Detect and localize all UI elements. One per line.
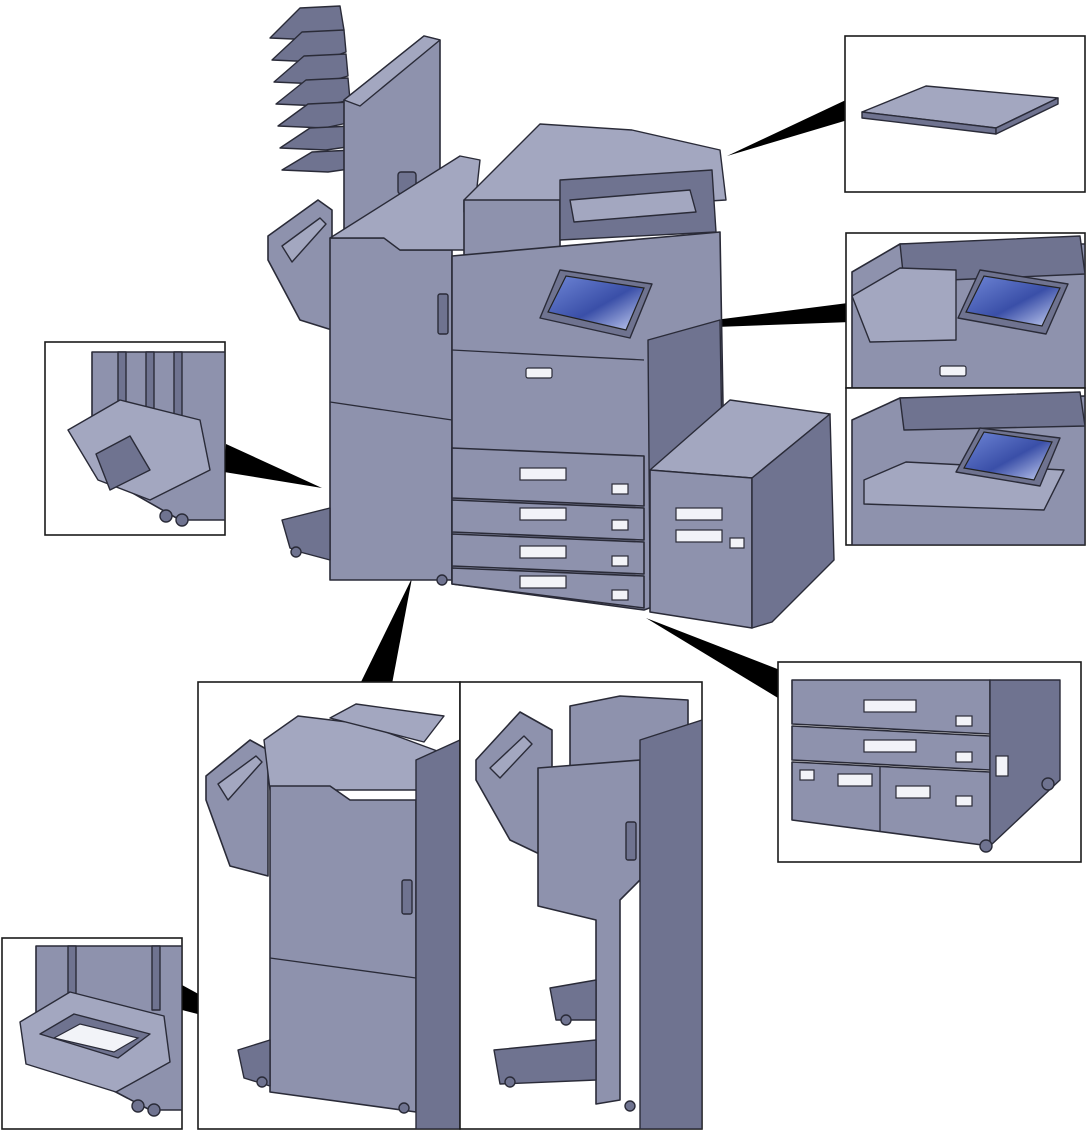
tray-finisher-bins [269,5,357,173]
callout-operation-panel-standard [845,232,1086,389]
callout-tray-finisher-unit [44,341,226,536]
leader-tray-finisher [224,444,322,488]
callout-finisher-inner [459,681,703,1130]
callout-operation-panel-tilted [845,387,1086,546]
leader-document-cover [727,99,851,156]
callout-document-cover [844,35,1086,193]
callout-finisher-standard [197,681,461,1130]
finisher-body [329,237,453,581]
panel-tilted-screen [963,431,1053,481]
panel-standard-screen [965,275,1061,327]
leader-finisher [360,578,412,684]
main-machine [267,5,835,629]
finisher-standard-body [269,785,417,1113]
leader-paper-feeder [646,618,780,698]
callout-paper-feeder [777,661,1082,863]
main-panel-screen [547,275,645,331]
callout-folding-unit [1,937,183,1130]
